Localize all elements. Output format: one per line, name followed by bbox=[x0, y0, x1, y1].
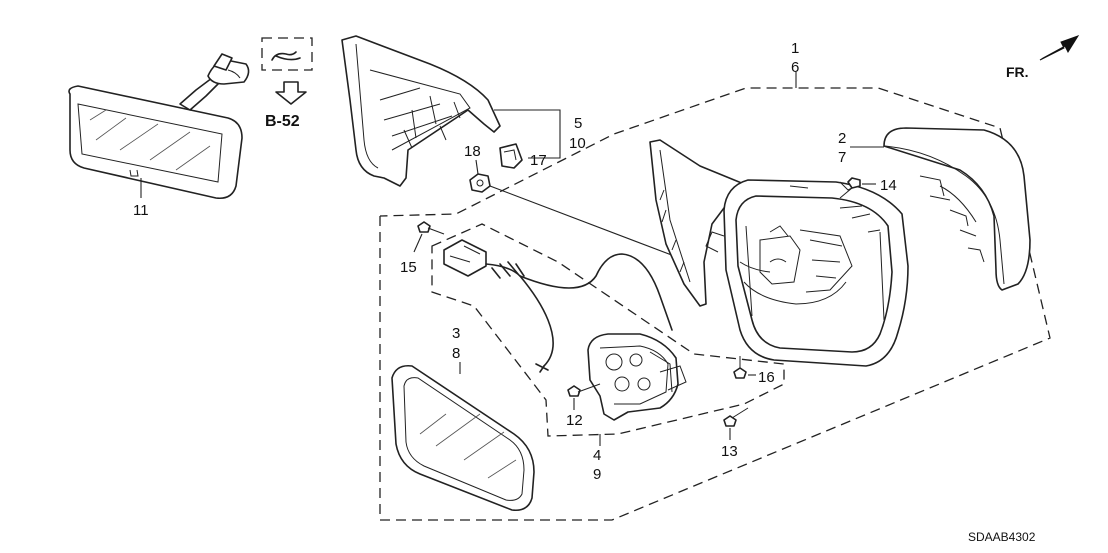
callout-11: 11 bbox=[133, 202, 149, 219]
callout-16: 16 bbox=[758, 369, 775, 386]
callout-4: 4 bbox=[593, 447, 601, 464]
callout-7: 7 bbox=[838, 149, 846, 166]
mirror-inner-garnish bbox=[341, 35, 501, 187]
mirror-cap bbox=[883, 127, 1031, 291]
callout-15: 15 bbox=[400, 259, 417, 276]
callout-13: 13 bbox=[721, 443, 738, 460]
diagram-code: SDAAB4302 bbox=[968, 530, 1036, 544]
hollow-down-arrow-icon bbox=[275, 81, 307, 105]
screw-part-14 bbox=[839, 177, 861, 199]
rearview-mirror bbox=[68, 53, 250, 200]
callout-6: 6 bbox=[791, 59, 799, 76]
callout-5: 5 bbox=[574, 115, 582, 132]
callout-18: 18 bbox=[464, 143, 481, 160]
front-direction-indicator: FR. bbox=[1006, 35, 1080, 80]
callout-14: 14 bbox=[880, 177, 897, 194]
screw-part-12 bbox=[567, 383, 601, 397]
reference-label: B-52 bbox=[265, 113, 300, 130]
callout-10: 10 bbox=[569, 135, 586, 152]
actuator-motor bbox=[587, 333, 687, 421]
callout-1: 1 bbox=[791, 40, 799, 57]
clip-part-17 bbox=[499, 143, 523, 169]
callout-2: 2 bbox=[838, 130, 846, 147]
screw-part-13 bbox=[723, 407, 749, 427]
nut-part-18 bbox=[469, 173, 491, 193]
reference-arrow: B-52 bbox=[265, 81, 307, 130]
callout-3: 3 bbox=[452, 325, 460, 342]
assembly-outline bbox=[379, 87, 1051, 521]
callout-17: 17 bbox=[530, 152, 547, 169]
screw-part-16 bbox=[733, 356, 747, 379]
front-direction-label: FR. bbox=[1006, 64, 1029, 80]
connector-harness bbox=[443, 239, 673, 373]
clip-detail-box bbox=[261, 37, 313, 71]
callout-8: 8 bbox=[452, 345, 460, 362]
screw-part-15 bbox=[417, 221, 445, 235]
callout-12: 12 bbox=[566, 412, 583, 429]
front-direction-arrow-icon bbox=[1039, 35, 1080, 61]
callout-9: 9 bbox=[593, 466, 601, 483]
mirror-glass bbox=[391, 364, 535, 512]
mirror-housing bbox=[649, 139, 909, 367]
